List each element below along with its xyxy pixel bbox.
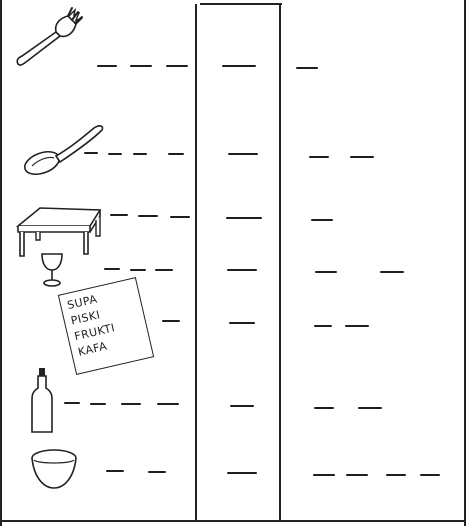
blank-line bbox=[222, 65, 256, 67]
blank-line bbox=[229, 322, 255, 324]
blank-line bbox=[157, 403, 179, 405]
blank-line bbox=[84, 152, 98, 154]
blank-line bbox=[90, 403, 106, 405]
blank-line bbox=[97, 65, 117, 67]
blank-line bbox=[166, 65, 188, 67]
spoon-icon bbox=[23, 125, 104, 176]
column-top-border bbox=[200, 3, 282, 5]
blank-line bbox=[350, 156, 374, 158]
blank-line bbox=[227, 472, 257, 474]
blank-line bbox=[346, 474, 368, 476]
frame-bottom-border bbox=[0, 520, 466, 522]
blank-line bbox=[309, 156, 329, 158]
blank-line bbox=[227, 269, 257, 271]
blank-line bbox=[314, 325, 332, 327]
blank-line bbox=[110, 214, 128, 216]
blank-line bbox=[130, 269, 146, 271]
blank-line bbox=[380, 271, 404, 273]
blank-line bbox=[315, 271, 337, 273]
table-icon bbox=[15, 207, 102, 257]
frame-right-border bbox=[464, 0, 466, 526]
blank-line bbox=[108, 153, 122, 155]
blank-line bbox=[386, 474, 406, 476]
blank-line bbox=[314, 407, 334, 409]
blank-line bbox=[148, 471, 166, 473]
blank-line bbox=[420, 474, 440, 476]
blank-line bbox=[130, 65, 152, 67]
blank-line bbox=[296, 67, 318, 69]
blank-line bbox=[162, 320, 180, 322]
blank-line bbox=[358, 407, 382, 409]
blank-line bbox=[345, 325, 369, 327]
frame-left-border bbox=[0, 0, 2, 526]
menu-card-icon: SUPA PISKI FRUKTI KAFA bbox=[57, 277, 155, 375]
bowl-icon bbox=[31, 449, 77, 489]
blank-line bbox=[138, 215, 158, 217]
blank-line bbox=[226, 217, 262, 219]
column-right-border bbox=[279, 4, 281, 522]
blank-line bbox=[168, 153, 184, 155]
column-left-border bbox=[195, 4, 197, 522]
blank-line bbox=[311, 219, 333, 221]
blank-line bbox=[230, 405, 254, 407]
blank-line bbox=[121, 403, 141, 405]
fork-icon bbox=[16, 7, 84, 66]
wine-glass-icon bbox=[41, 253, 63, 287]
blank-line bbox=[64, 402, 80, 404]
blank-line bbox=[170, 216, 190, 218]
bottle-icon bbox=[31, 368, 53, 433]
blank-line bbox=[133, 153, 147, 155]
blank-line bbox=[228, 153, 258, 155]
blank-line bbox=[313, 474, 335, 476]
blank-line bbox=[106, 470, 124, 472]
blank-line bbox=[155, 269, 173, 271]
blank-line bbox=[104, 268, 120, 270]
